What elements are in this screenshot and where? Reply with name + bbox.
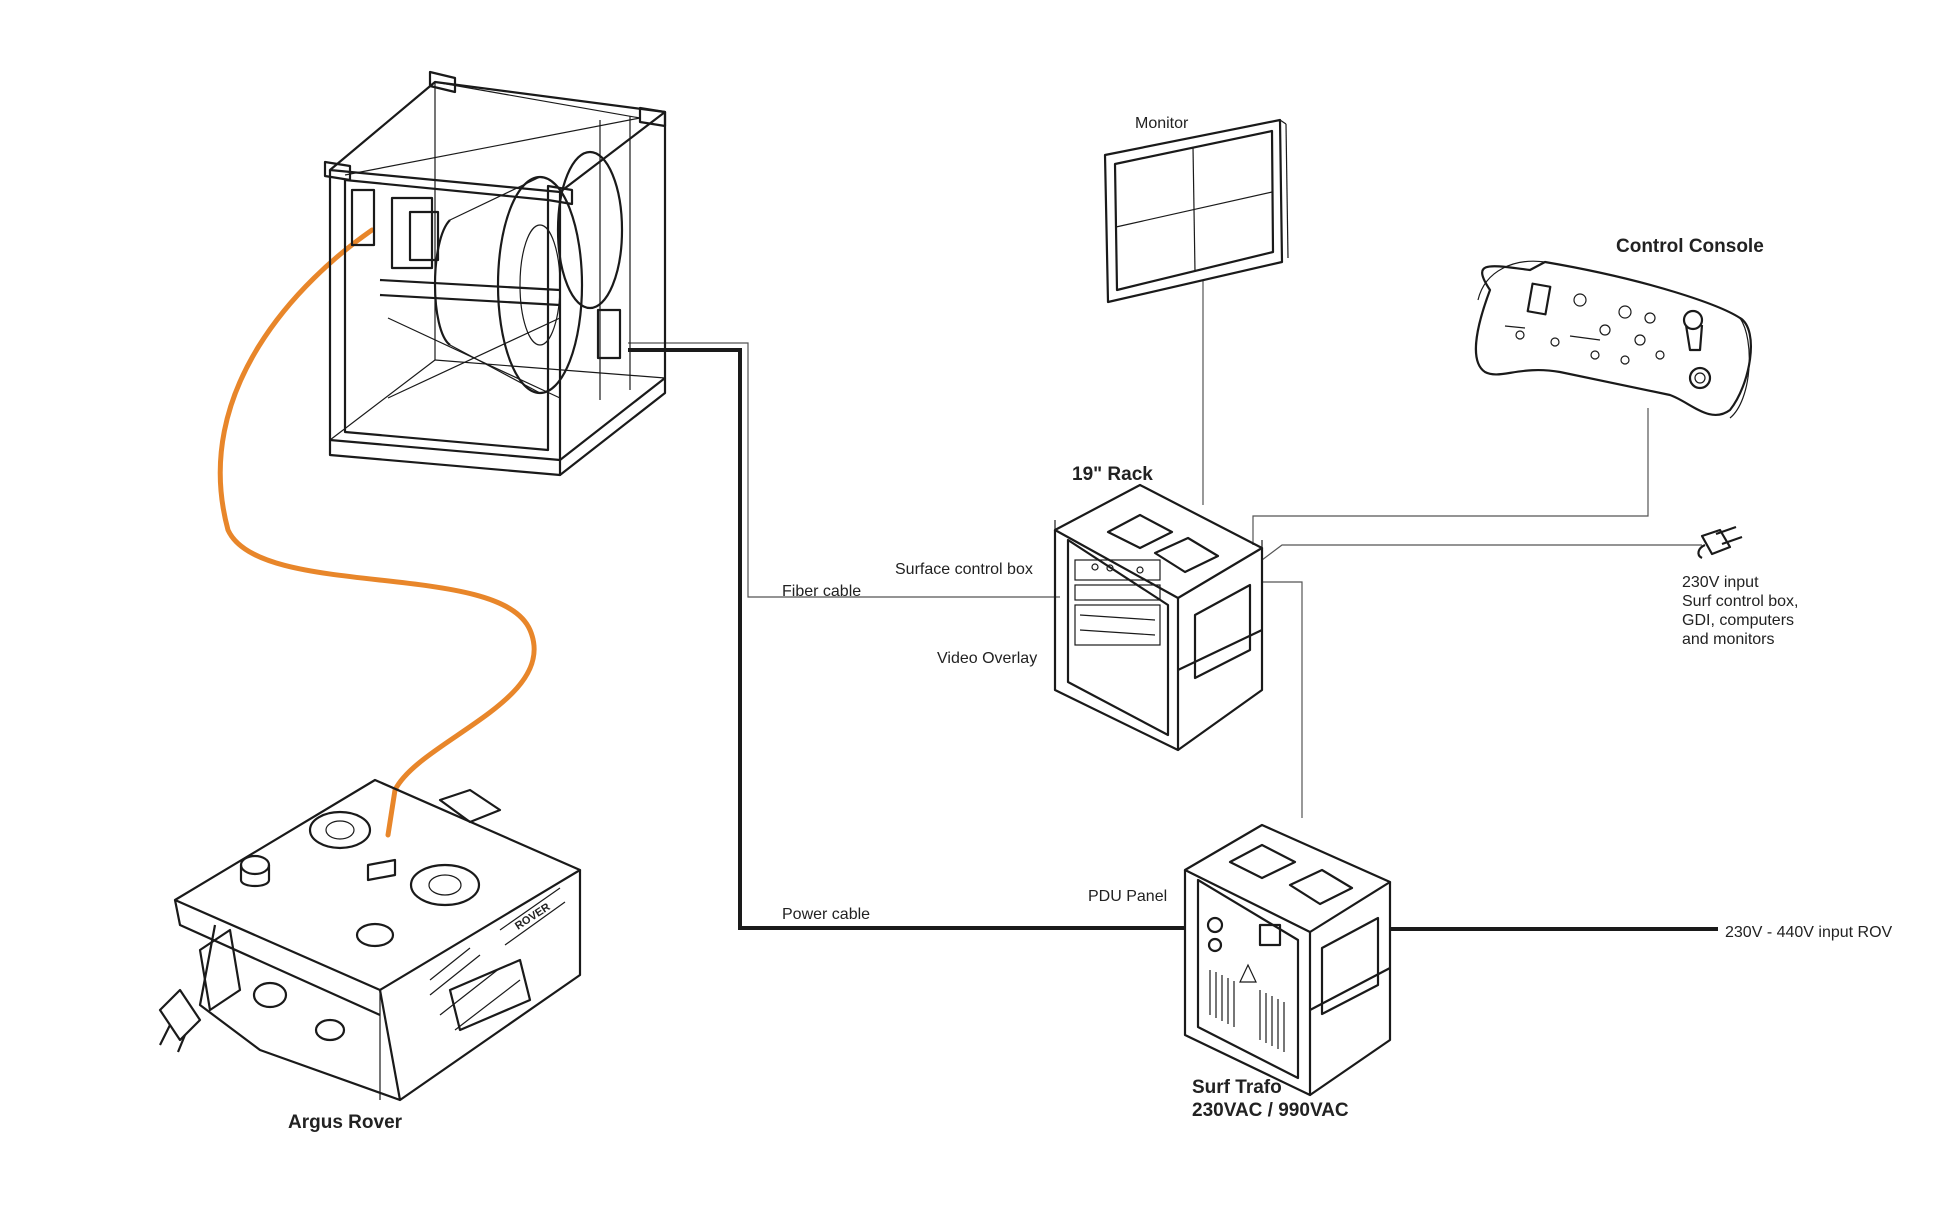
fiber-cable-line	[628, 342, 1060, 598]
argus-rover-device: ROVER	[158, 778, 582, 1102]
plug-link-line	[1261, 544, 1702, 561]
power-cable-label: Power cable	[782, 906, 870, 923]
control-console-label: Control Console	[1616, 236, 1764, 257]
rack-device	[1053, 483, 1264, 752]
tether-cable	[217, 227, 537, 838]
power-input-label-2: Surf control box,	[1682, 593, 1799, 610]
labels: Monitor Control Console 19" Rack Surface…	[288, 115, 1893, 1133]
power-input-label-3: GDI, computers	[1682, 612, 1794, 629]
surf-trafo-voltage-label: 230VAC / 990VAC	[1192, 1100, 1349, 1121]
trafo-vent-lines	[1209, 970, 1285, 1052]
tether-winch	[323, 70, 667, 477]
power-cable-line	[628, 348, 1185, 930]
console-link-line	[1252, 408, 1649, 545]
surface-control-box-label: Surface control box	[895, 561, 1033, 578]
power-input-label-4: and monitors	[1682, 631, 1775, 648]
monitor-device	[1103, 118, 1289, 304]
pdu-panel-label: PDU Panel	[1088, 888, 1167, 905]
rack-trafo-link-line	[1262, 581, 1303, 818]
power-input-label-1: 230V input	[1682, 574, 1759, 591]
fiber-cable-label: Fiber cable	[782, 583, 861, 600]
rover-side-slots	[429, 887, 566, 1031]
video-overlay-label: Video Overlay	[937, 650, 1037, 667]
argus-rover-label: Argus Rover	[288, 1112, 403, 1133]
surf-trafo-device	[1183, 823, 1392, 1097]
rack-label: 19" Rack	[1072, 464, 1153, 485]
power-plug-icon	[1697, 525, 1743, 559]
monitor-label: Monitor	[1135, 115, 1189, 132]
connections	[217, 227, 1718, 931]
control-console-device	[1474, 260, 1752, 419]
surf-trafo-label: Surf Trafo	[1192, 1077, 1282, 1098]
rov-input-label: 230V - 440V input ROV	[1725, 924, 1893, 941]
